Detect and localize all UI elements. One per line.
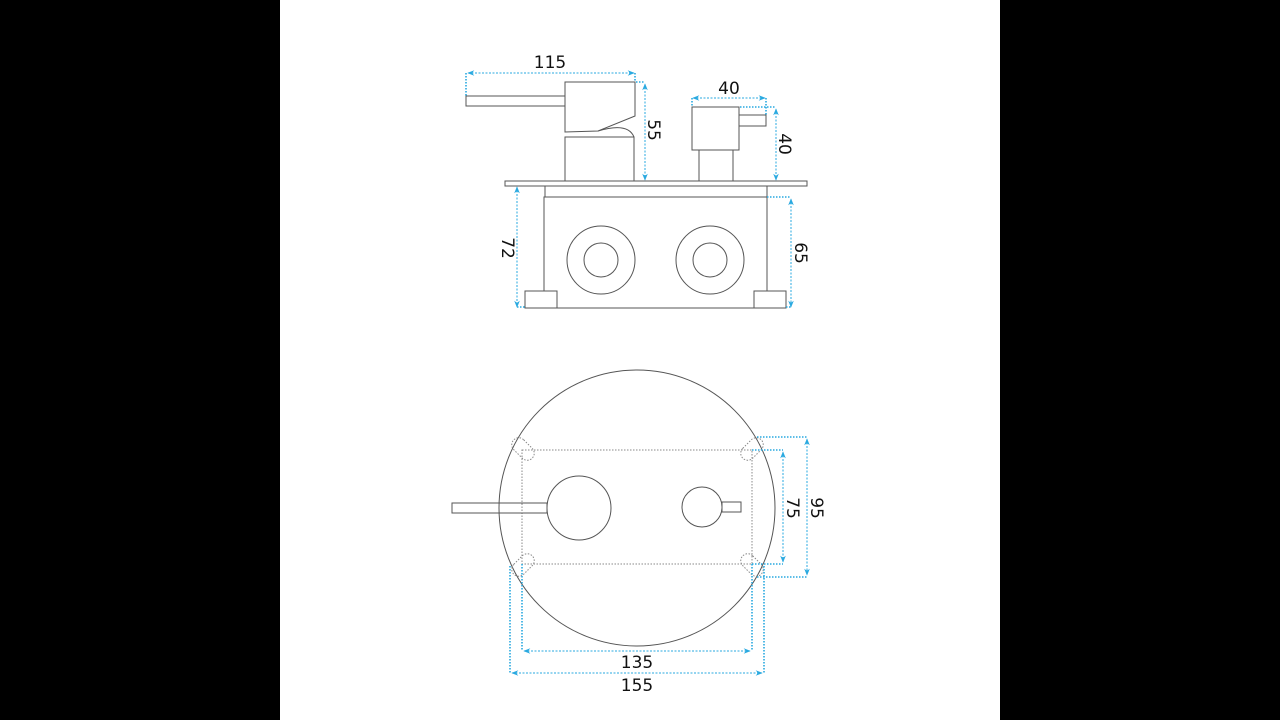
dimension-55: 55 [636, 81, 663, 181]
dimension-65: 65 [767, 196, 810, 308]
left-stem [564, 136, 635, 182]
dimension-label: 55 [643, 119, 663, 141]
right-lever [738, 114, 767, 127]
right-stem [698, 149, 734, 182]
dimension-115: 115 [465, 53, 636, 96]
right-foot [753, 290, 787, 309]
left-handle-front [546, 475, 612, 541]
wall-plate [504, 180, 808, 187]
left-stem-curve [597, 127, 635, 138]
dimension-label: 115 [534, 53, 566, 73]
right-port-outer [675, 225, 745, 295]
dimension-72: 72 [497, 186, 526, 308]
mounting-slot [740, 437, 764, 461]
dimension-label: 40 [774, 133, 794, 155]
mounting-slot [740, 553, 764, 577]
dimension-label: 135 [621, 653, 653, 673]
left-port-inner [583, 242, 619, 278]
right-lever-front [721, 501, 742, 513]
mounting-slot [511, 553, 535, 577]
hidden-box-outline [521, 449, 753, 565]
cover-plate [498, 369, 776, 647]
dimension-40-width: 40 [691, 79, 767, 115]
dimension-label: 40 [718, 79, 740, 99]
dimension-40-height: 40 [740, 106, 794, 181]
dimension-155: 155 [509, 566, 765, 696]
dimension-label: 95 [806, 497, 826, 519]
dimension-135: 135 [521, 564, 753, 673]
dimension-95: 95 [757, 436, 826, 578]
right-port-inner [692, 242, 728, 278]
left-handle-body [564, 81, 636, 133]
side-view: 115 55 40 40 72 65 [465, 53, 810, 309]
dimension-label: 65 [790, 242, 810, 264]
left-foot [524, 290, 558, 309]
left-port-outer [566, 225, 636, 295]
valve-box [543, 196, 768, 309]
dimension-75: 75 [752, 449, 802, 565]
mounting-slots [511, 437, 764, 577]
drawing-sheet [280, 0, 1000, 720]
dimension-label: 75 [782, 497, 802, 519]
left-lever [465, 95, 567, 107]
front-view: 75 95 135 155 [451, 369, 826, 696]
mounting-slot [511, 437, 535, 461]
spacer [544, 185, 768, 198]
right-handle-body [691, 106, 740, 151]
dimension-label: 155 [621, 676, 653, 696]
dimension-label: 72 [497, 237, 517, 259]
